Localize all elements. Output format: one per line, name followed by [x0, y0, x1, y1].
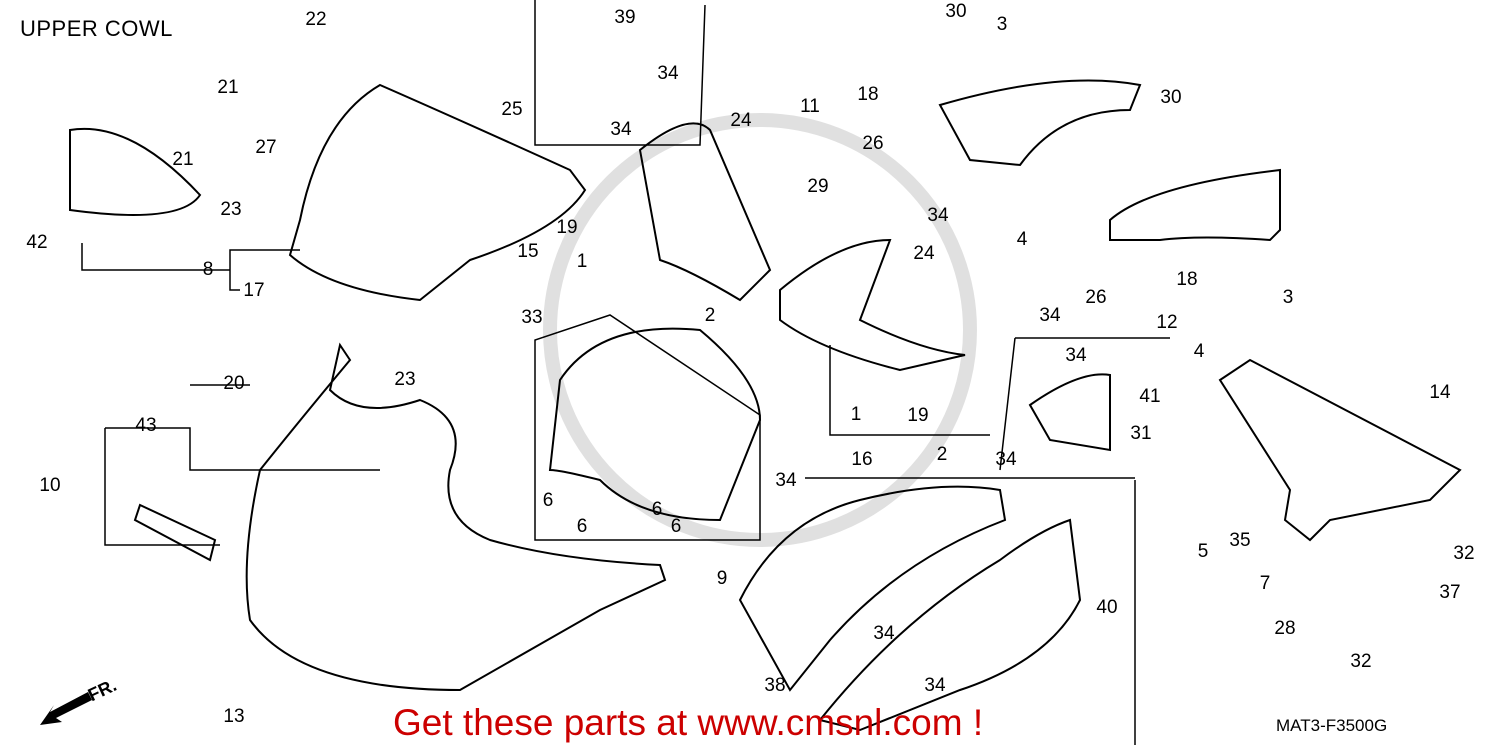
callout-4: 4: [1016, 229, 1028, 250]
callout-7: 7: [1259, 573, 1271, 594]
callout-3: 3: [996, 14, 1008, 35]
callout-19: 19: [907, 405, 929, 426]
callout-5: 5: [1197, 541, 1209, 562]
callout-2: 2: [704, 305, 716, 326]
callout-23: 23: [394, 369, 416, 390]
front-arrow-icon: [40, 692, 92, 725]
callout-34: 34: [657, 63, 679, 84]
inner-panel: [548, 327, 762, 522]
callout-17: 17: [243, 280, 265, 301]
inner-duct-right: [818, 518, 1082, 732]
mirror-cover-lower: [1109, 168, 1281, 242]
front-direction-marker: FR.: [40, 675, 150, 735]
callout-22: 22: [305, 9, 327, 30]
callout-2: 2: [936, 444, 948, 465]
callout-30: 30: [1160, 87, 1182, 108]
upper-cowl: [245, 342, 667, 692]
callout-34: 34: [1039, 305, 1061, 326]
callout-26: 26: [862, 133, 884, 154]
callout-4: 4: [1193, 341, 1205, 362]
inner-cover-41: [1028, 373, 1111, 452]
callout-21: 21: [172, 149, 194, 170]
callout-3: 3: [1282, 287, 1294, 308]
page-title: UPPER COWL: [20, 16, 173, 41]
callout-6: 6: [542, 490, 554, 511]
callout-24: 24: [913, 243, 935, 264]
callout-18: 18: [1176, 269, 1198, 290]
callout-15: 15: [517, 241, 539, 262]
diagram-code: MAT3-F3500G: [1276, 716, 1388, 735]
frame-box-16: [829, 345, 990, 436]
callout-31: 31: [1130, 423, 1152, 444]
callout-32: 32: [1453, 543, 1475, 564]
frame-box-right: [805, 477, 1136, 745]
callout-8: 8: [202, 259, 214, 280]
callout-34: 34: [873, 623, 895, 644]
mirror-cover-upper: [938, 79, 1142, 167]
callout-41: 41: [1139, 386, 1161, 407]
callout-24: 24: [730, 110, 752, 131]
callout-1: 1: [850, 404, 862, 425]
callout-6: 6: [576, 516, 588, 537]
callout-33: 33: [521, 307, 543, 328]
windscreen: [288, 83, 587, 302]
callout-38: 38: [764, 675, 786, 696]
callout-16: 16: [851, 449, 873, 470]
callout-6: 6: [651, 499, 663, 520]
callout-42: 42: [26, 232, 48, 253]
side-bracket-right: [779, 238, 966, 372]
callout-1: 1: [576, 251, 588, 272]
frame-box-9: [534, 314, 761, 541]
callout-37: 37: [1439, 582, 1461, 603]
callout-40: 40: [1096, 597, 1118, 618]
frame-box-39: [534, 0, 706, 146]
callout-34: 34: [775, 470, 797, 491]
promo-link[interactable]: Get these parts at www.cmsnl.com !: [393, 702, 984, 743]
callout-10: 10: [39, 475, 61, 496]
callout-9: 9: [716, 568, 728, 589]
callout-34: 34: [924, 675, 946, 696]
inner-duct-left: [738, 485, 1007, 692]
callout-18: 18: [857, 84, 879, 105]
callout-20: 20: [223, 373, 245, 394]
side-bracket-left: [638, 122, 772, 302]
callout-11: 11: [800, 96, 820, 117]
callout-14: 14: [1429, 382, 1451, 403]
callout-34: 34: [927, 205, 949, 226]
callout-12: 12: [1156, 312, 1178, 333]
callout-28: 28: [1274, 618, 1296, 639]
callout-34: 34: [1065, 345, 1087, 366]
callout-39: 39: [614, 7, 636, 28]
callout-13: 13: [223, 706, 245, 727]
sticker-honda: [133, 503, 217, 562]
callout-29: 29: [807, 176, 829, 197]
callout-19: 19: [556, 217, 578, 238]
callout-6: 6: [670, 516, 682, 537]
callout-25: 25: [501, 99, 523, 120]
callout-32: 32: [1350, 651, 1372, 672]
bracket-42-8: [81, 243, 300, 291]
callout-35: 35: [1229, 530, 1251, 551]
callout-26: 26: [1085, 287, 1107, 308]
callout-21: 21: [217, 77, 239, 98]
callout-30: 30: [945, 1, 967, 22]
callout-34: 34: [610, 119, 632, 140]
callout-23: 23: [220, 199, 242, 220]
windscreen-sticker: [69, 127, 202, 216]
frame-box-12: [999, 337, 1170, 471]
callout-27: 27: [255, 137, 277, 158]
callout-34: 34: [995, 449, 1017, 470]
bracket-43-10: [104, 384, 380, 546]
cowl-stay: [1218, 358, 1462, 542]
callout-43: 43: [135, 415, 157, 436]
